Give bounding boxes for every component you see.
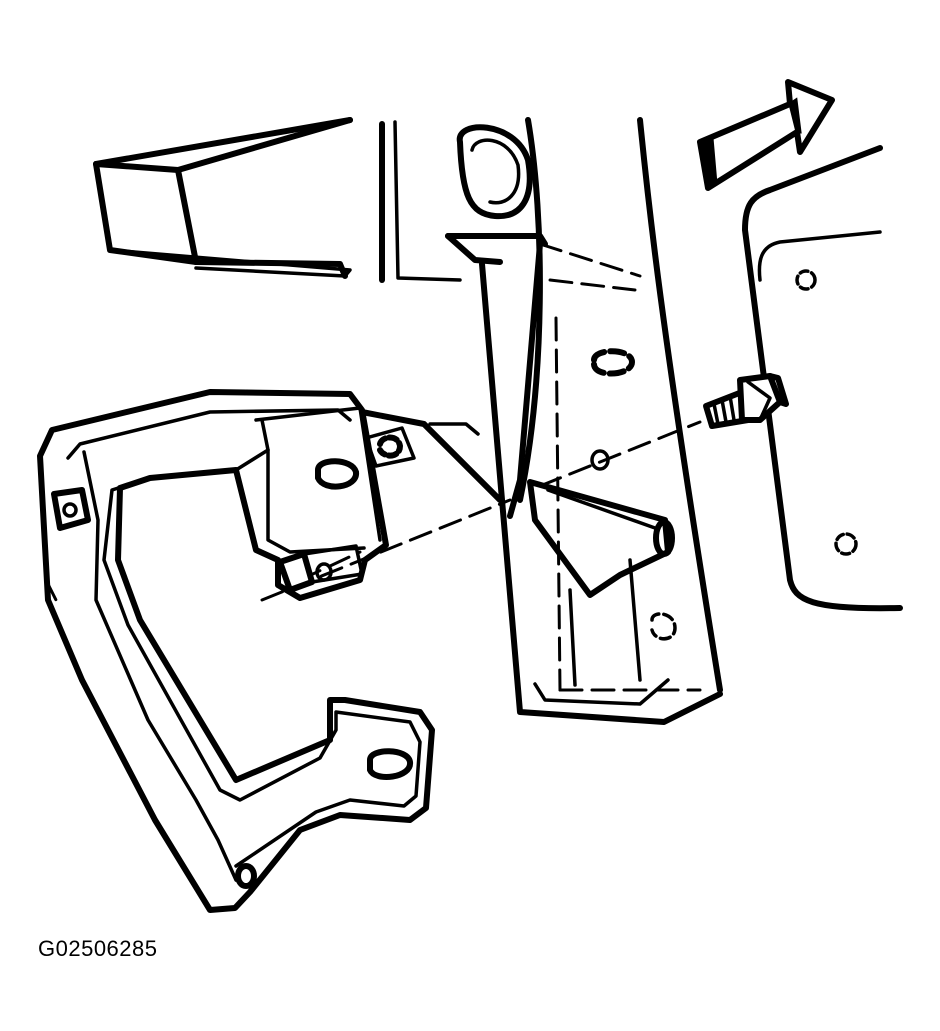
screw-icon	[703, 373, 789, 429]
side-trim-panel	[742, 145, 903, 612]
figure-id-label: G02506285	[38, 936, 158, 961]
mounting-bracket	[37, 389, 503, 913]
instrument-panel-block	[93, 117, 353, 279]
center-support-column	[379, 117, 723, 725]
direction-arrow-icon	[697, 79, 835, 191]
